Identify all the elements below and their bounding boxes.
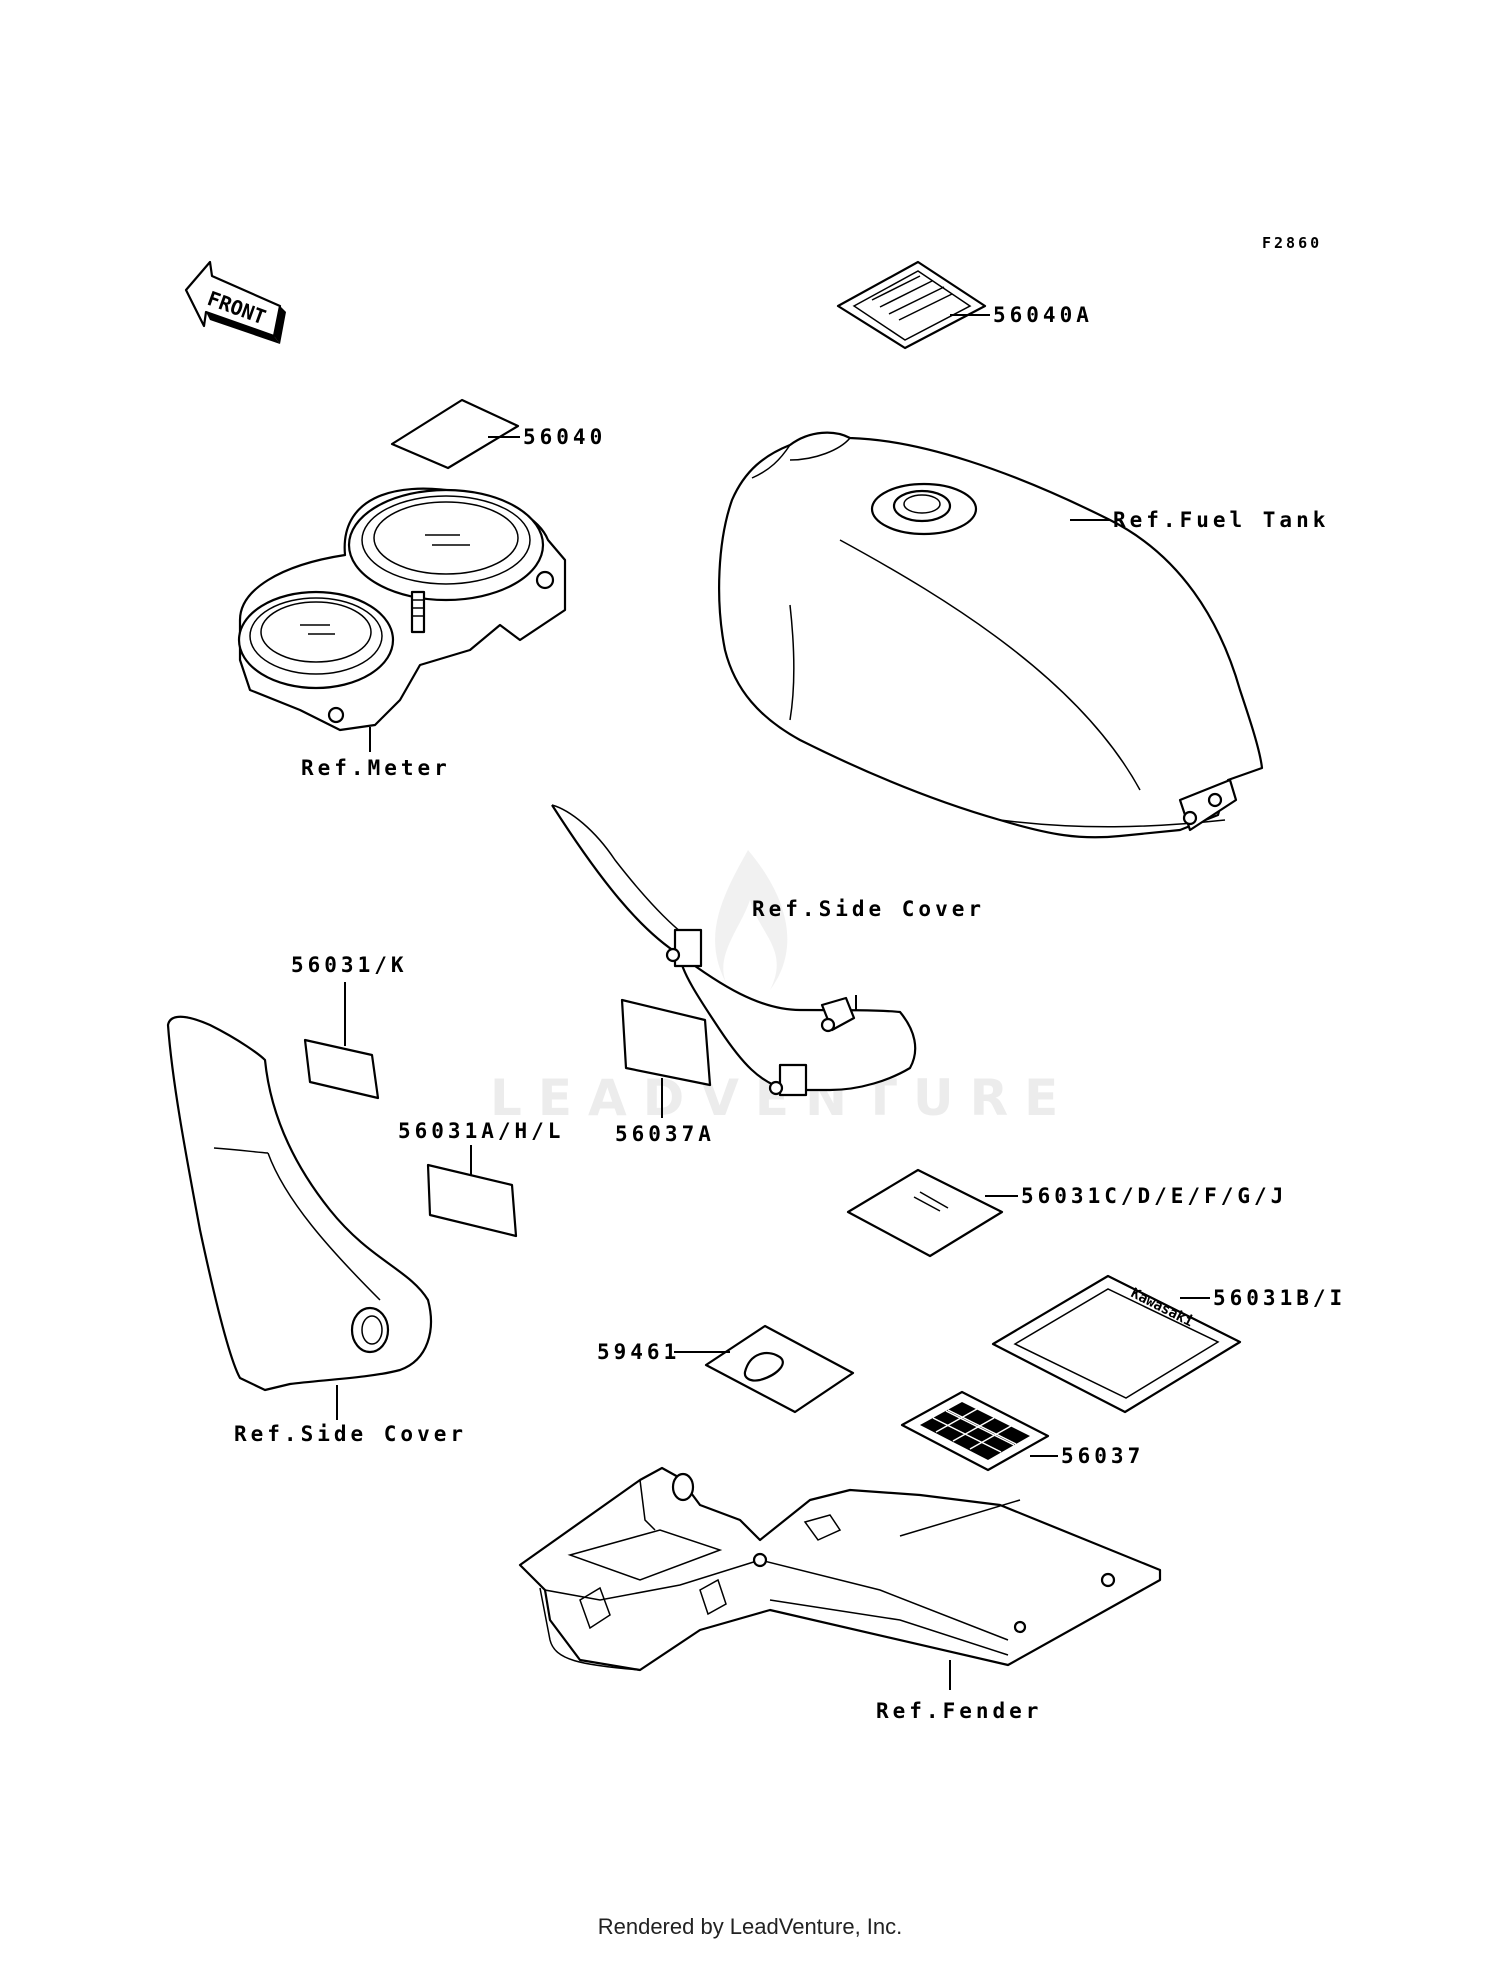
callout-56031AHL: 56031A/H/L (398, 1119, 564, 1143)
meter-assembly (237, 487, 567, 752)
decal-56037A (620, 998, 712, 1118)
decal-56040A (836, 260, 990, 350)
callout-59461: 59461 (597, 1340, 680, 1364)
callout-56040A: 56040A (993, 303, 1093, 327)
decal-56037 (900, 1390, 1058, 1472)
callout-56031CDEFGJ: 56031C/D/E/F/G/J (1021, 1184, 1287, 1208)
front-arrow-icon: FRONT (184, 260, 286, 344)
callout-56037A: 56037A (615, 1122, 715, 1146)
callout-side-cover-center: Ref.Side Cover (752, 897, 985, 921)
callout-fender: Ref.Fender (876, 1699, 1042, 1723)
callout-56040: 56040 (523, 425, 606, 449)
decal-59461 (674, 1324, 855, 1414)
callout-meter: Ref.Meter (301, 756, 451, 780)
figure-code: F2860 (1262, 234, 1322, 252)
decal-56031BI: Kawasaki (991, 1274, 1242, 1414)
side-cover-left (166, 1015, 432, 1420)
watermark-flame-icon (715, 850, 788, 990)
decal-56040 (390, 398, 520, 470)
callout-56031BI: 56031B/I (1213, 1286, 1346, 1310)
decal-56031AHL (426, 1145, 518, 1238)
callout-56031K: 56031/K (291, 953, 408, 977)
decal-56031CDEFGJ (846, 1168, 1018, 1258)
decal-56031K (303, 982, 380, 1100)
rear-fender (518, 1466, 1162, 1690)
footer-credit: Rendered by LeadVenture, Inc. (597, 1914, 903, 1939)
callout-56037: 56037 (1061, 1444, 1144, 1468)
fuel-tank (718, 431, 1264, 839)
side-cover-center (551, 804, 917, 1097)
callout-fuel-tank: Ref.Fuel Tank (1113, 508, 1329, 532)
callout-side-cover-left: Ref.Side Cover (234, 1422, 467, 1446)
